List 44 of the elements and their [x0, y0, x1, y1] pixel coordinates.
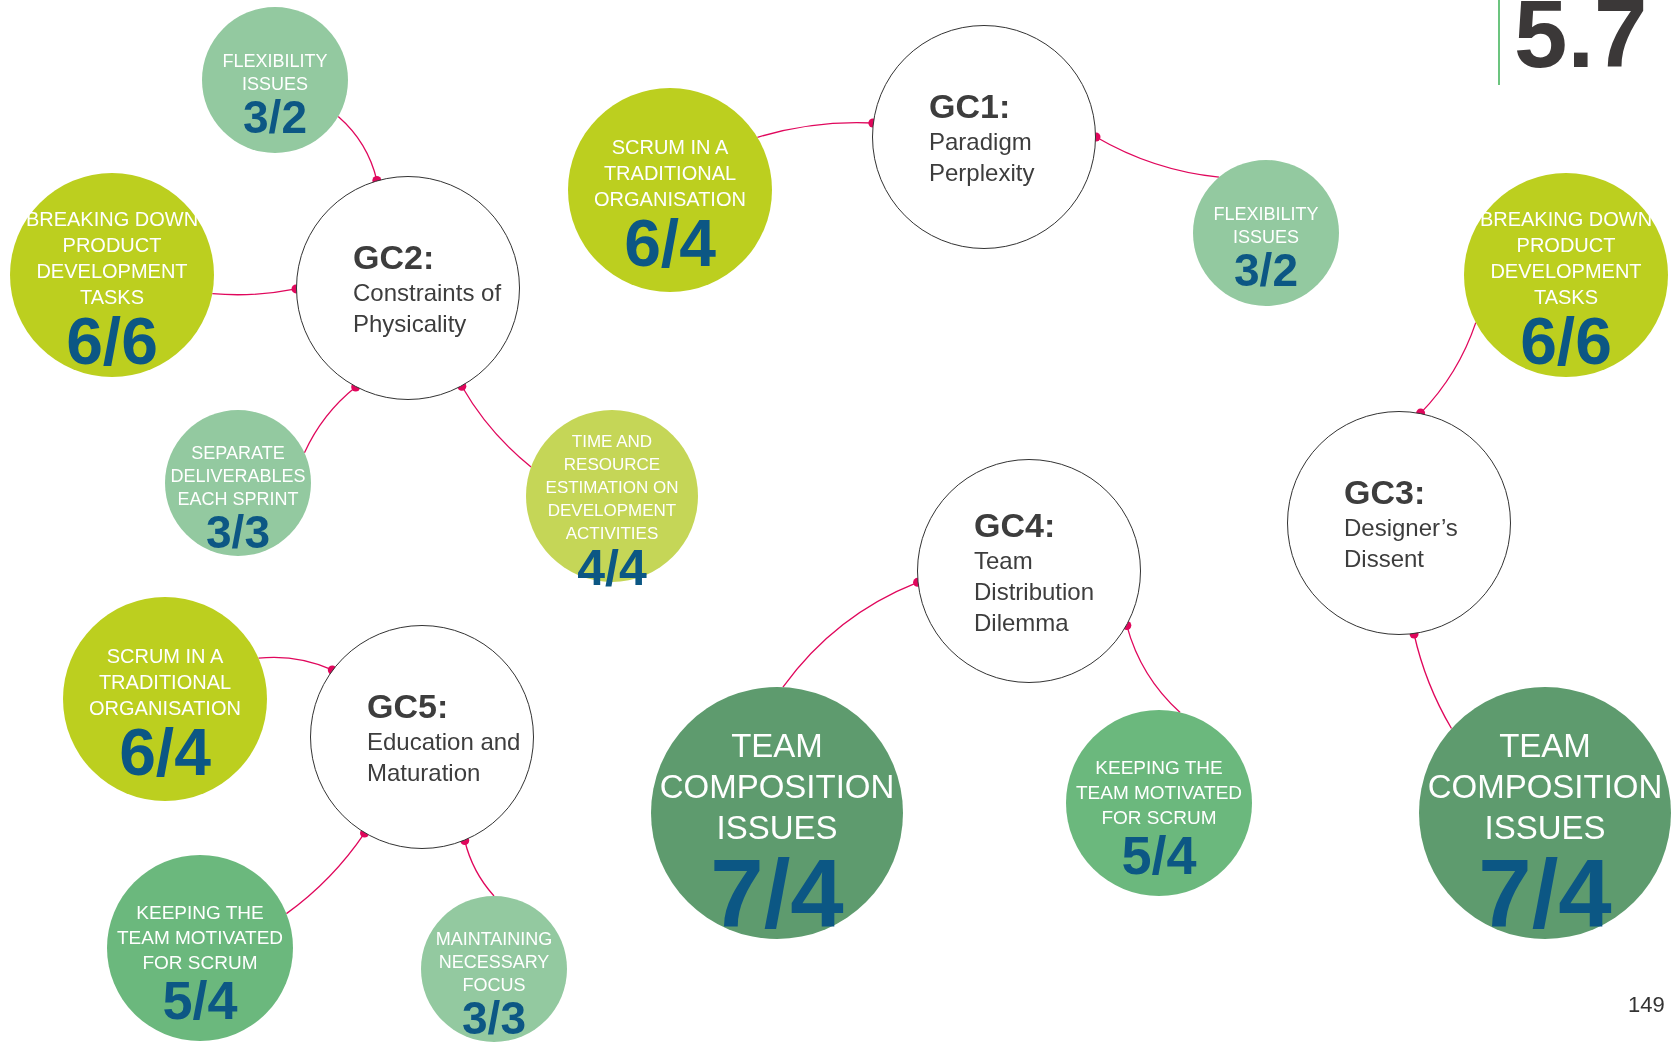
connector-line [285, 828, 369, 915]
issue-label: BREAKING DOWN PRODUCT DEVELOPMENT TASKS [1478, 207, 1654, 310]
category-title: Education and Maturation [367, 727, 522, 788]
issue-ratio: 4/4 [577, 542, 647, 593]
issue-ratio: 6/6 [1520, 308, 1612, 374]
category-code: GC1: [929, 86, 1012, 126]
issue-label: TEAM COMPOSITION ISSUES [658, 725, 896, 848]
category-title: Constraints of Physicality [353, 278, 503, 339]
issue-ratio: 6/4 [624, 210, 716, 276]
issue-ratio: 6/6 [66, 308, 158, 374]
category-title: Designer’s Dissent [1344, 513, 1459, 574]
issue-label: BREAKING DOWN PRODUCT DEVELOPMENT TASKS [24, 207, 200, 310]
issue-label: SCRUM IN A TRADITIONAL ORGANISATION [593, 135, 747, 212]
issue-label: TEAM COMPOSITION ISSUES [1426, 725, 1664, 848]
category-title: Paradigm Perplexity [929, 127, 1036, 188]
category-code: GC2: [353, 237, 436, 277]
issue-ratio: 3/3 [462, 994, 526, 1041]
category-code: GC4: [974, 504, 1057, 545]
issue-ratio: 3/2 [1234, 247, 1298, 293]
issue-label: SCRUM IN A TRADITIONAL ORGANISATION [88, 644, 242, 721]
connector-line [460, 836, 495, 897]
issue-label: FLEXIBILITY ISSUES [221, 50, 329, 96]
issue-ratio: 5/4 [1121, 827, 1197, 882]
issue-ratio: 3/3 [206, 508, 270, 555]
connector-line [257, 656, 337, 675]
page-number: 149 [1628, 991, 1665, 1019]
issue-label: FLEXIBILITY ISSUES [1212, 203, 1320, 249]
issue-ratio: 7/4 [1478, 845, 1612, 942]
issue-ratio: 7/4 [710, 845, 844, 942]
category-code: GC5: [367, 686, 450, 726]
category-code: GC3: [1344, 472, 1427, 512]
connector-line [1122, 621, 1181, 714]
issue-ratio: 5/4 [162, 972, 238, 1027]
issue-label: KEEPING THE TEAM MOTIVATED FOR SCRUM [1074, 755, 1244, 830]
issue-ratio: 6/4 [119, 719, 211, 785]
connector-line [457, 381, 532, 468]
issue-label: MAINTAINING NECESSARY FOCUS [434, 927, 554, 997]
issue-label: TIME AND RESOURCE ESTIMATION ON DEVELOPMENT ACTIVITIES [544, 430, 680, 545]
issue-label: SEPARATE DELIVERABLES EACH SPRINT [169, 441, 307, 511]
category-title: Team Distribution Dilemma [974, 545, 1096, 638]
connector-line [303, 382, 361, 454]
section-number: 5.7 [1514, 0, 1648, 82]
issue-ratio: 3/2 [243, 94, 307, 140]
issue-label: KEEPING THE TEAM MOTIVATED FOR SCRUM [115, 900, 285, 975]
